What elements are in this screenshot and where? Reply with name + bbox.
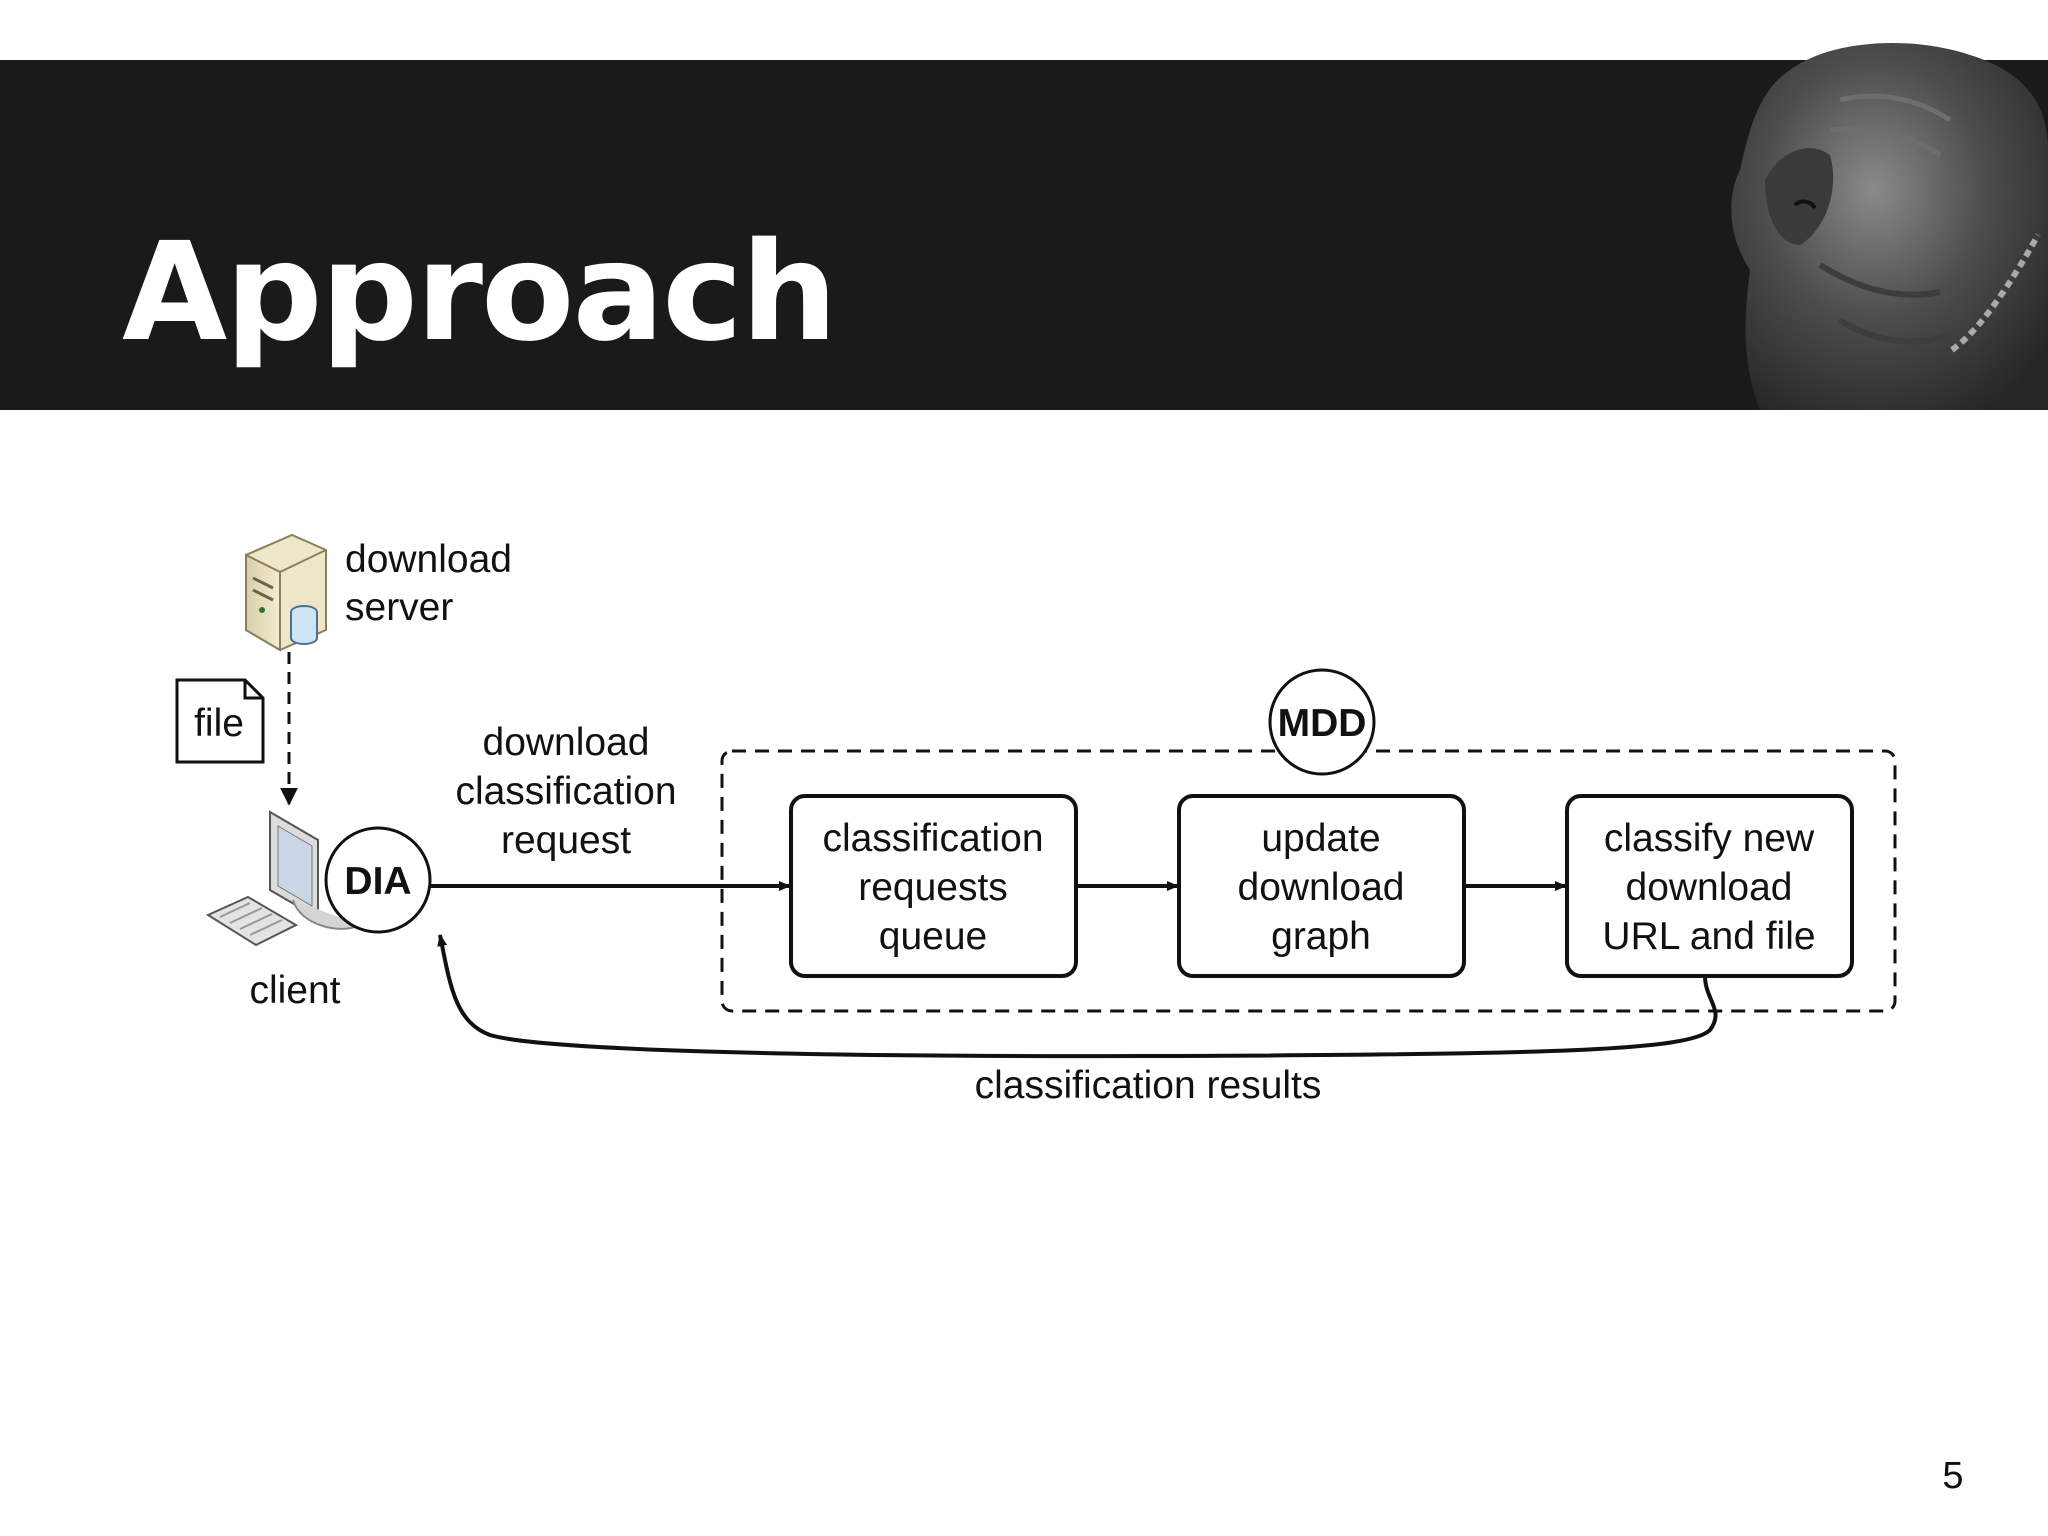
page-number: 5 bbox=[1942, 1455, 1964, 1497]
request-label-line3: request bbox=[501, 819, 631, 862]
classify-label-line2: download bbox=[1626, 866, 1793, 909]
server-label-line1: download bbox=[345, 538, 512, 581]
slide-title: Approach bbox=[122, 214, 838, 372]
graph-label-line2: download bbox=[1238, 866, 1405, 909]
client-label: client bbox=[249, 969, 340, 1012]
dia-label: DIA bbox=[344, 860, 411, 903]
dog-mascot-image bbox=[1731, 43, 2048, 410]
dia-node bbox=[324, 826, 432, 934]
request-label-line2: classification bbox=[455, 770, 676, 813]
queue-label-line1: classification bbox=[822, 817, 1043, 860]
classify-box bbox=[1565, 794, 1854, 978]
file-icon bbox=[175, 678, 265, 764]
title-bar bbox=[0, 60, 2048, 410]
classify-label-line1: classify new bbox=[1604, 817, 1815, 860]
keyboard-icon bbox=[205, 895, 299, 947]
results-arrow bbox=[437, 934, 1718, 1059]
mdd-label: MDD bbox=[1278, 702, 1367, 745]
request-label-line1: download bbox=[483, 721, 650, 764]
results-label: classification results bbox=[975, 1064, 1322, 1107]
computer-icon bbox=[269, 810, 361, 930]
queue-label-line3: queue bbox=[879, 915, 987, 958]
queue-label-line2: requests bbox=[858, 866, 1008, 909]
server-label-line2: server bbox=[345, 586, 453, 629]
graph-label-line1: update bbox=[1261, 817, 1380, 860]
graph-label-line3: graph bbox=[1271, 915, 1371, 958]
file-label: file bbox=[194, 702, 244, 745]
mdd-node bbox=[1268, 668, 1376, 776]
classify-label-line3: URL and file bbox=[1602, 915, 1815, 958]
server-icon bbox=[245, 533, 327, 652]
